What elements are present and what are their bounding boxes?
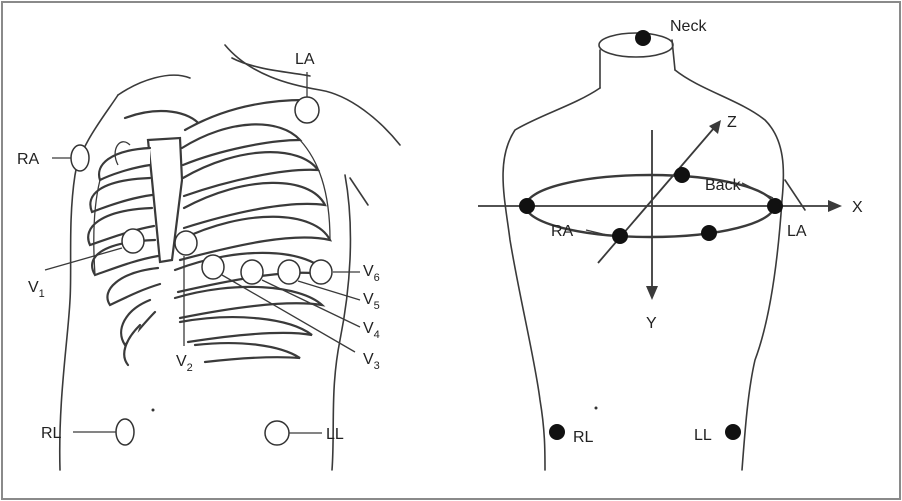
v4-electrode: [241, 260, 263, 284]
v1-label: V1: [28, 279, 45, 300]
right-la-label: LA: [787, 223, 807, 240]
neck-electrode: [635, 30, 651, 46]
right-ll-electrode: [725, 424, 741, 440]
right-rl-electrode: [549, 424, 565, 440]
left-ll-electrode: [265, 421, 289, 445]
right-rl-label: RL: [573, 429, 594, 446]
v2-electrode: [175, 231, 197, 255]
neck-label: Neck: [670, 18, 707, 35]
left-body-outline: [60, 95, 118, 470]
right-torso-figure: Neck Back RA LA RL LL X Y Z: [478, 18, 863, 470]
v6-label: V6: [363, 263, 380, 284]
back-electrode: [674, 167, 690, 183]
v4-label: V4: [363, 320, 380, 341]
left-torso-figure: LA RA V1 V2 V3 V4 V5 V6 RL LL: [17, 45, 400, 470]
y-axis-label: Y: [646, 315, 657, 332]
right-ll-label: LL: [694, 427, 712, 444]
z-axis-label: Z: [727, 114, 737, 131]
z-axis-line: [598, 128, 714, 263]
left-la-electrode: [295, 97, 319, 123]
left-rl-electrode: [116, 419, 134, 445]
back-label: Back: [705, 177, 742, 194]
v3-label: V3: [363, 351, 380, 372]
x-axis-label: X: [852, 199, 863, 216]
v1-electrode: [122, 229, 144, 253]
v6-electrode: [310, 260, 332, 284]
right-ra-electrode: [612, 228, 628, 244]
v5-electrode: [278, 260, 300, 284]
v5-label: V5: [363, 291, 380, 312]
v3-electrode: [202, 255, 224, 279]
left-ra-electrode: [71, 145, 89, 171]
right-ra-side-electrode: [519, 198, 535, 214]
right-body-outline-left: [503, 88, 600, 470]
v2-label: V2: [176, 353, 193, 374]
right-la-electrode: [767, 198, 783, 214]
left-ll-label: LL: [326, 426, 344, 443]
x-axis-arrow: [828, 200, 842, 212]
left-ra-label: RA: [17, 151, 40, 168]
right-ra-label: RA: [551, 223, 574, 240]
left-rl-label: RL: [41, 425, 62, 442]
y-axis-arrow: [646, 286, 658, 300]
left-la-label: LA: [295, 51, 315, 68]
front-electrode: [701, 225, 717, 241]
